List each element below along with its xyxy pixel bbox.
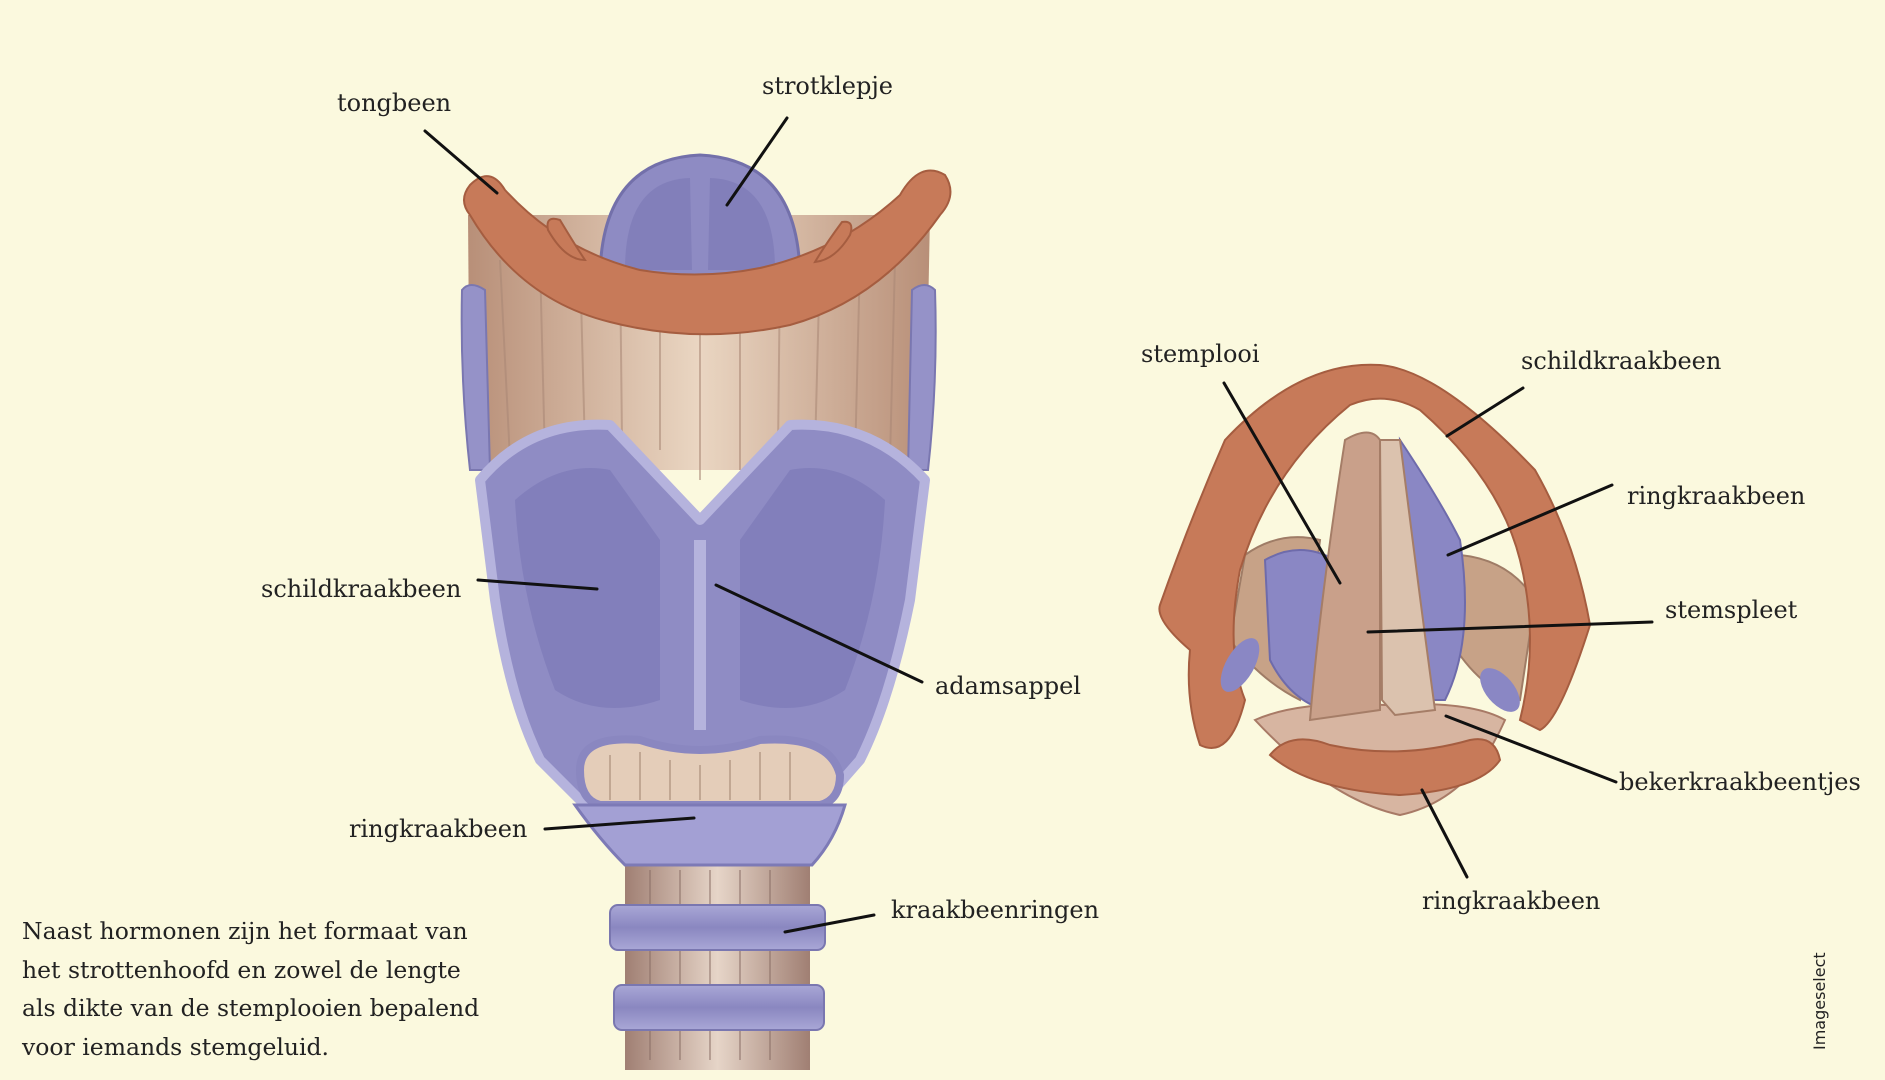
trachea-ring-1 [609,904,826,951]
leader-kraakbeenringen [783,913,876,934]
corniculate-left [1220,638,1260,692]
leader-lines [423,116,1654,934]
label-ringkraakbeen-top: ringkraakbeen [1627,482,1806,510]
label-ringkraakbeen-front: ringkraakbeen [349,815,528,843]
label-schildkraakbeen-top: schildkraakbeen [1521,347,1722,375]
label-ringkraakbeen-bottom: ringkraakbeen [1422,887,1601,915]
label-bekerkraakbeentjes: bekerkraakbeentjes [1619,768,1861,796]
cricothyroid-membrane [575,735,845,809]
front-view-larynx [460,153,952,1070]
caption: Naast hormonen zijn het formaat van het … [22,912,542,1066]
label-tongbeen: tongbeen [337,89,452,117]
image-credit: Imageselect [1810,952,1829,1050]
corniculate-right [1480,668,1520,712]
caption-line-4: voor iemands stemgeluid. [22,1032,330,1061]
vocal-fold-left [1308,431,1381,722]
label-strotklepje: strotklepje [762,72,893,100]
leader-ringkraakbeen-bottom [1420,788,1469,879]
vocal-fold-right [1378,439,1437,717]
leader-stemplooi [1222,381,1342,585]
thyroid-superior-horn-right [906,284,937,471]
caption-line-2: het strottenhoofd en zowel de lengte [22,955,461,984]
leader-bekerkraakbeentjes [1444,714,1618,784]
leader-tongbeen [423,129,499,195]
leader-ringkraakbeen-front [543,816,696,831]
label-schildkraakbeen-front: schildkraakbeen [261,575,462,603]
trachea [625,860,810,1070]
leader-schildkraakbeen-top [1445,386,1525,438]
label-adamsappel: adamsappel [935,672,1081,700]
caption-line-1: Naast hormonen zijn het formaat van [22,917,468,945]
trachea-ring-2 [613,984,825,1031]
caption-line-3: als dikte van de stemplooien bepalend [22,994,480,1022]
leader-schildkraakbeen-front [476,578,599,591]
thyroid-cartilage-top [1158,363,1592,749]
leader-strotklepje [725,116,789,207]
cricoid-arc-front [1268,738,1502,797]
leader-adamsappel [714,583,924,684]
label-stemspleet: stemspleet [1665,596,1798,624]
leader-ringkraakbeen-top [1446,483,1614,557]
cricoid-cartilage [572,803,847,867]
label-kraakbeenringen: kraakbeenringen [891,896,1100,924]
leader-stemspleet [1366,620,1654,634]
label-stemplooi: stemplooi [1141,340,1260,368]
thyroid-superior-horn-left [460,284,492,471]
hyoid-bone [463,169,952,336]
